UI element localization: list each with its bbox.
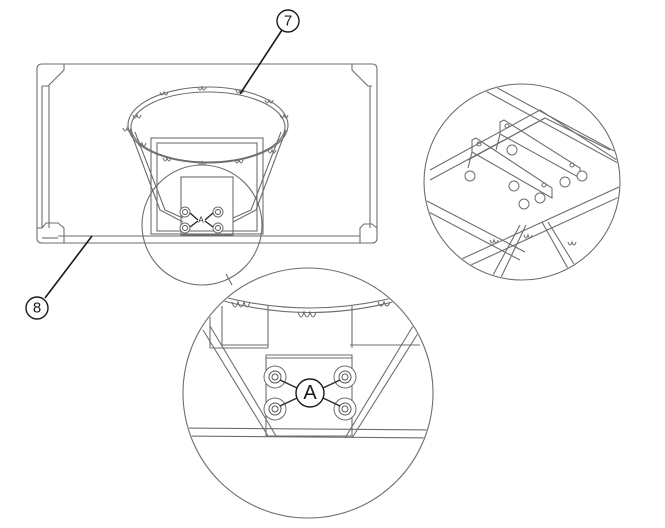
callout-8-label: 8 (33, 300, 41, 317)
board-bolts: A (179, 206, 224, 234)
rear-bracket-detail-view (423, 83, 621, 281)
net-hooks (122, 85, 289, 166)
bolt-group (263, 365, 357, 421)
callout-8: 8 (25, 235, 93, 320)
fastener-label-small: A (198, 216, 204, 225)
bolt-detail-view: A (182, 267, 434, 519)
backboard (36, 63, 378, 244)
fastener-label-a: A (303, 382, 317, 404)
callout-7: 7 (239, 9, 300, 95)
zoom-source-circle (141, 164, 263, 286)
callout-7-label: 7 (284, 13, 292, 30)
rim (122, 85, 289, 223)
